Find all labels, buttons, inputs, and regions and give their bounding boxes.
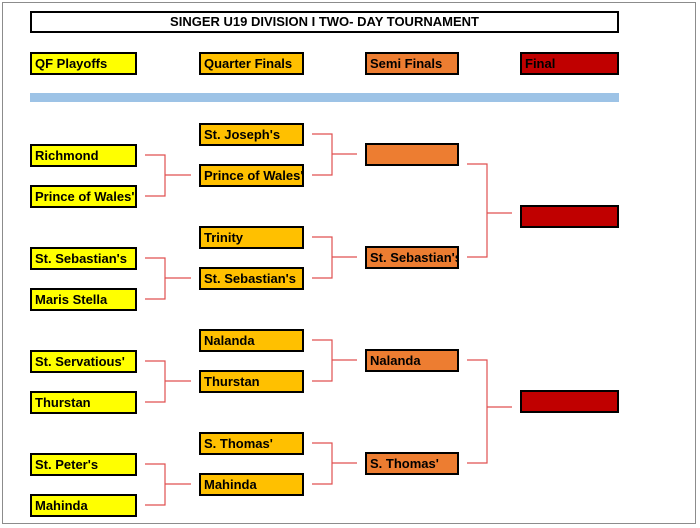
qf-playoff-team: Richmond xyxy=(30,144,137,167)
connector-line xyxy=(467,163,512,258)
header-divider xyxy=(30,93,619,102)
qf-playoff-team: Prince of Wales' xyxy=(30,185,137,208)
connector-line xyxy=(312,442,357,485)
final-team xyxy=(520,390,619,413)
quarter-final-team: Thurstan xyxy=(199,370,304,393)
semi-final-team xyxy=(365,143,459,166)
quarter-final-team: Prince of Wales' xyxy=(199,164,304,187)
quarter-final-team: Nalanda xyxy=(199,329,304,352)
quarter-final-team: St. Sebastian's xyxy=(199,267,304,290)
connector-line xyxy=(145,257,191,300)
quarter-final-team: Mahinda xyxy=(199,473,304,496)
header-qf-playoffs: QF Playoffs xyxy=(30,52,137,75)
qf-playoff-team: Mahinda xyxy=(30,494,137,517)
connector-line xyxy=(312,133,357,176)
connector-line xyxy=(145,360,191,403)
semi-final-team: St. Sebastian's xyxy=(365,246,459,269)
connector-line xyxy=(312,339,357,382)
final-team xyxy=(520,205,619,228)
connector-line xyxy=(145,154,191,197)
quarter-final-team: St. Joseph's xyxy=(199,123,304,146)
semi-final-team: S. Thomas' xyxy=(365,452,459,475)
qf-playoff-team: Thurstan xyxy=(30,391,137,414)
quarter-final-team: Trinity xyxy=(199,226,304,249)
connector-line xyxy=(312,236,357,279)
qf-playoff-team: Maris Stella xyxy=(30,288,137,311)
header-quarter-finals: Quarter Finals xyxy=(199,52,304,75)
qf-playoff-team: St. Sebastian's xyxy=(30,247,137,270)
tournament-title: SINGER U19 DIVISION I TWO- DAY TOURNAMEN… xyxy=(30,11,619,33)
qf-playoff-team: St. Peter's xyxy=(30,453,137,476)
semi-final-team: Nalanda xyxy=(365,349,459,372)
header-semi-finals: Semi Finals xyxy=(365,52,459,75)
connector-line xyxy=(145,463,191,506)
qf-playoff-team: St. Servatious' xyxy=(30,350,137,373)
quarter-final-team: S. Thomas' xyxy=(199,432,304,455)
header-final: Final xyxy=(520,52,619,75)
connector-line xyxy=(467,359,512,464)
